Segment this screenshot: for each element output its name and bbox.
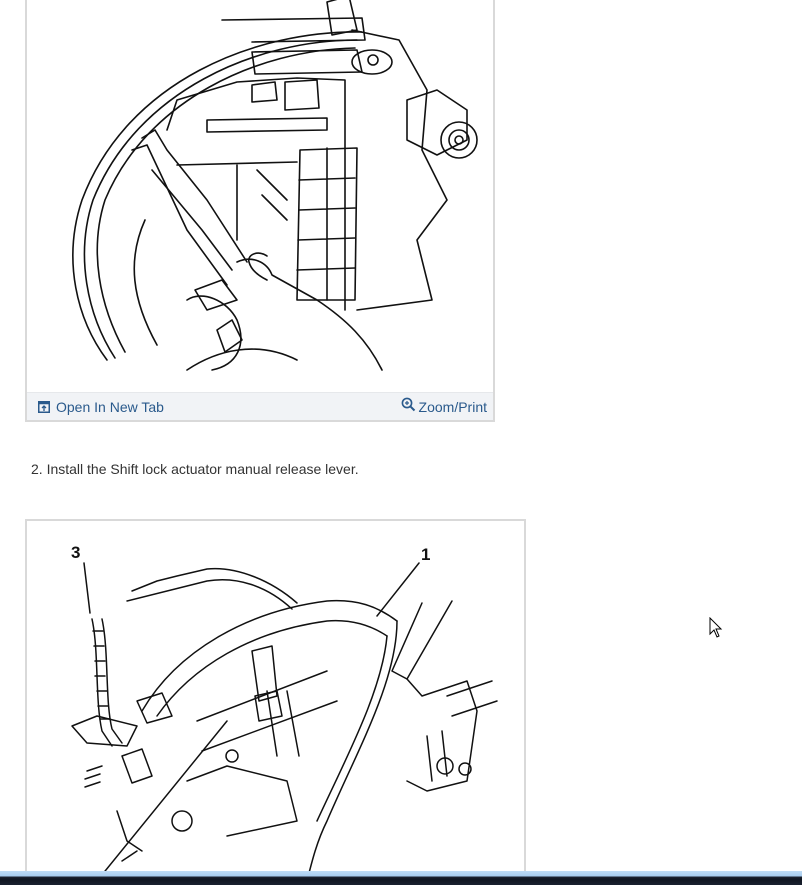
zoom-print-label: Zoom/Print (418, 398, 487, 415)
open-in-new-tab-icon (38, 400, 50, 413)
step-2-instruction: 2. Install the Shift lock actuator manua… (31, 461, 359, 477)
open-in-new-tab-link[interactable]: Open In New Tab (38, 399, 164, 415)
shift-lock-diagram-1 (72, 0, 478, 371)
zoom-print-link[interactable]: Zoom/Print (401, 395, 487, 415)
mouse-cursor-icon (709, 617, 723, 638)
figure-1-container: Open In New Tab Zoom/Print (25, 0, 495, 422)
callout-1: 1 (421, 545, 430, 564)
shift-lock-diagram-2: 3 1 (71, 543, 498, 881)
figure-2-container: 3 1 (25, 519, 526, 881)
windows-taskbar (0, 871, 802, 885)
open-in-new-tab-label: Open In New Tab (56, 398, 164, 415)
zoom-in-icon (401, 397, 415, 412)
callout-3: 3 (71, 543, 80, 562)
figure-1-footer: Open In New Tab Zoom/Print (27, 392, 493, 420)
